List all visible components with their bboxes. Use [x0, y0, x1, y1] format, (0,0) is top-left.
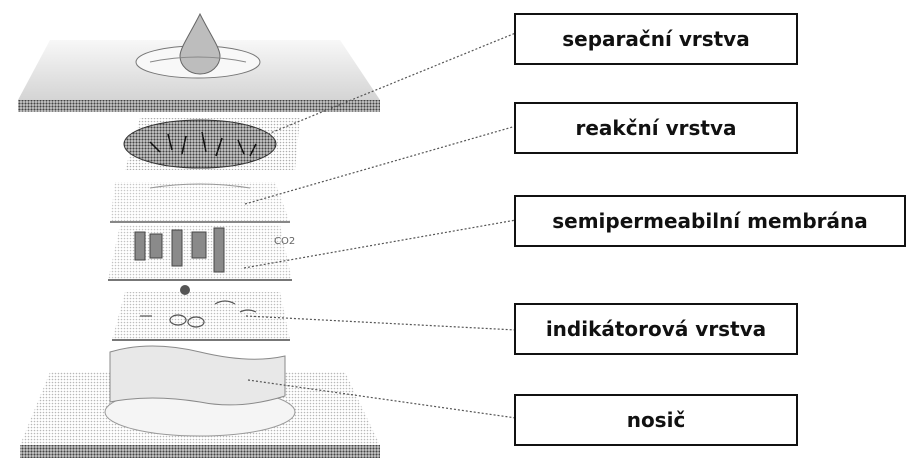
molecule-layer: CO2: [108, 225, 295, 280]
membrane-plate: [110, 182, 290, 222]
co2-label: CO2: [274, 236, 295, 247]
reaction-disc: [124, 120, 276, 168]
indicator-molecule-icon: [180, 285, 190, 295]
blood-drop-icon: [180, 14, 220, 74]
label-reaction-layer: reakční vrstva: [514, 102, 798, 154]
label-carrier: nosič: [514, 394, 798, 446]
indicator-plate: [112, 292, 290, 340]
label-semipermeable-membrane: semipermeabilní membrána: [514, 195, 906, 247]
separation-layer: [18, 14, 380, 112]
membrane-sheet: [110, 182, 290, 222]
indicator-layer: [112, 285, 290, 340]
carrier-layer: [20, 346, 380, 458]
separation-plate-edge: [18, 100, 380, 112]
label-separation-layer: separační vrstva: [514, 13, 798, 65]
reaction-layer: [124, 118, 300, 170]
carrier-edge: [20, 445, 380, 458]
carrier-insert: [110, 346, 285, 405]
label-indicator-layer: indikátorová vrstva: [514, 303, 798, 355]
